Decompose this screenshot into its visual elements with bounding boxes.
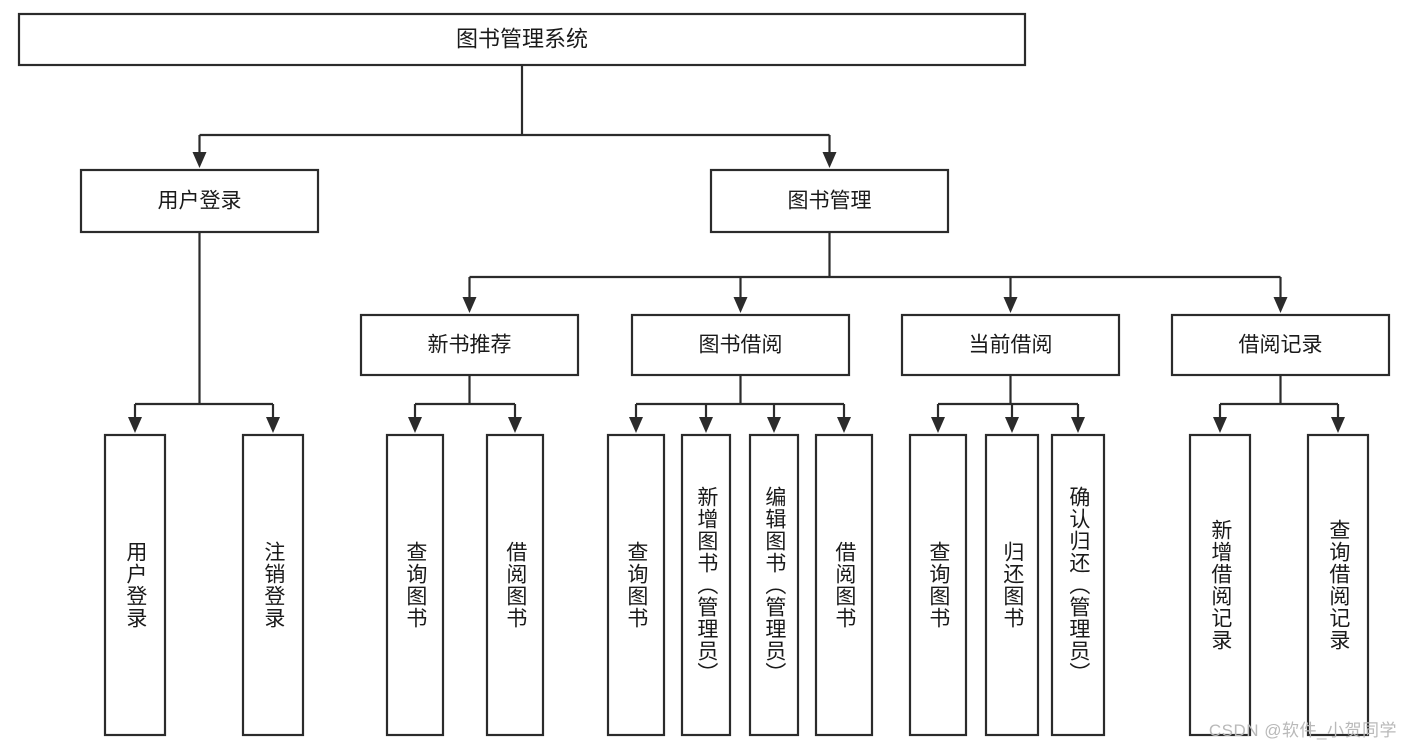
l2b-to-l3-2-arrowhead <box>1003 297 1018 313</box>
leaf-arrow-1-arrowhead <box>266 417 280 433</box>
level3-node-3-label: 借阅记录 <box>1239 334 1323 357</box>
leaf-arrow-2-arrowhead <box>408 417 422 433</box>
level2-node-1[interactable]: 图书管理 <box>709 168 950 234</box>
leaf-node-6-rect[interactable] <box>748 433 800 737</box>
leaf-arrow-7-arrowhead <box>837 417 851 433</box>
level3-node-1[interactable]: 图书借阅 <box>630 313 851 377</box>
level3-node-3-rect[interactable] <box>1170 313 1391 377</box>
root-to-l2-0-arrowhead <box>192 152 207 168</box>
leaf-arrow-4-arrowhead <box>629 417 643 433</box>
leaf-node-3-rect[interactable] <box>485 433 545 737</box>
level3-node-2-label: 当前借阅 <box>969 334 1053 357</box>
level3-node-0[interactable]: 新书推荐 <box>359 313 580 377</box>
leaf-node-2-rect[interactable] <box>385 433 445 737</box>
level3-node-0-rect[interactable] <box>359 313 580 377</box>
level2-node-0-rect[interactable] <box>79 168 320 234</box>
leaf-node-12-rect[interactable] <box>1306 433 1370 737</box>
l2b-to-l3-3-arrowhead <box>1273 297 1288 313</box>
level3-node-2[interactable]: 当前借阅 <box>900 313 1121 377</box>
leaf-node-0-rect[interactable] <box>103 433 167 737</box>
root-node-label: 图书管理系统 <box>456 26 588 51</box>
level3-node-3[interactable]: 借阅记录 <box>1170 313 1391 377</box>
leaf-node-10-rect[interactable] <box>1050 433 1106 737</box>
level3-node-1-label: 图书借阅 <box>699 334 783 357</box>
watermark-text: CSDN @软件_小贺同学 <box>1208 721 1397 740</box>
level3-node-0-label: 新书推荐 <box>428 334 512 357</box>
level2-node-1-rect[interactable] <box>709 168 950 234</box>
leaf-arrow-3-arrowhead <box>508 417 522 433</box>
leaf-arrow-10-arrowhead <box>1071 417 1085 433</box>
leaf-arrow-11-arrowhead <box>1213 417 1227 433</box>
leaf-arrow-0-arrowhead <box>128 417 142 433</box>
l2b-to-l3-0-arrowhead <box>462 297 477 313</box>
level2-node-0[interactable]: 用户登录 <box>79 168 320 234</box>
root-node[interactable]: 图书管理系统 <box>17 12 1027 67</box>
leaf-arrow-5-arrowhead <box>699 417 713 433</box>
level3-node-2-rect[interactable] <box>900 313 1121 377</box>
level2-node-1-label: 图书管理 <box>788 190 872 213</box>
leaf-arrow-12-arrowhead <box>1331 417 1345 433</box>
leaf-node-5-rect[interactable] <box>680 433 732 737</box>
leaf-arrow-6-arrowhead <box>767 417 781 433</box>
leaf-node-11-rect[interactable] <box>1188 433 1252 737</box>
leaf-arrow-8-arrowhead <box>931 417 945 433</box>
level3-node-1-rect[interactable] <box>630 313 851 377</box>
connector-lines <box>128 65 1345 433</box>
leaf-node-7-rect[interactable] <box>814 433 874 737</box>
leaf-node-9-rect[interactable] <box>984 433 1040 737</box>
root-node-rect[interactable] <box>17 12 1027 67</box>
leaf-node-8-rect[interactable] <box>908 433 968 737</box>
leaf-arrow-9-arrowhead <box>1005 417 1019 433</box>
root-to-l2-1-arrowhead <box>822 152 837 168</box>
leaf-node-4-rect[interactable] <box>606 433 666 737</box>
l2b-to-l3-1-arrowhead <box>733 297 748 313</box>
level2-node-0-label: 用户登录 <box>158 190 242 213</box>
leaf-node-1-rect[interactable] <box>241 433 305 737</box>
